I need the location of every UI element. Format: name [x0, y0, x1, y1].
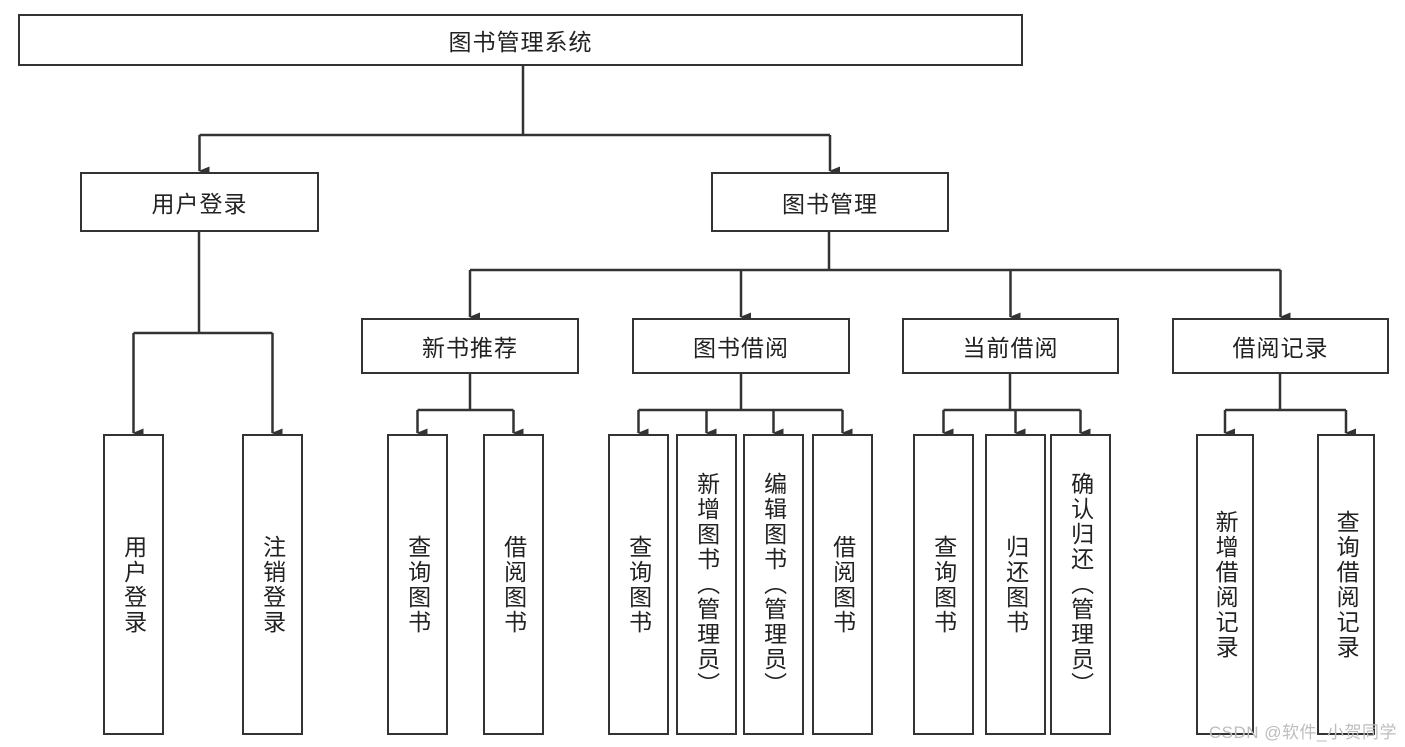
node-label: 查询图书	[930, 534, 957, 635]
node-l1_0[interactable]: 用户登录	[80, 172, 319, 232]
node-label: 用户登录	[151, 191, 248, 217]
node-l1_1[interactable]: 图书管理	[711, 172, 949, 232]
node-leaf_1[interactable]: 注销登录	[242, 434, 303, 735]
node-leaf_6[interactable]: 编辑图书（管理员）	[743, 434, 804, 735]
node-label: 借阅图书	[500, 534, 527, 635]
node-label: 查询图书	[625, 534, 652, 635]
node-label: 归还图书	[1002, 534, 1029, 635]
node-label: 编辑图书（管理员）	[760, 472, 787, 697]
node-leaf_12[interactable]: 查询借阅记录	[1317, 434, 1375, 735]
node-label: 确认归还（管理员）	[1067, 472, 1094, 697]
node-leaf_0[interactable]: 用户登录	[103, 434, 164, 735]
node-label: 图书借阅	[693, 335, 789, 361]
node-l2_3[interactable]: 借阅记录	[1172, 318, 1389, 374]
node-leaf_8[interactable]: 查询图书	[913, 434, 974, 735]
node-l2_1[interactable]: 图书借阅	[632, 318, 850, 374]
node-label: 当前借阅	[962, 335, 1059, 361]
node-leaf_3[interactable]: 借阅图书	[483, 434, 544, 735]
node-l2_0[interactable]: 新书推荐	[361, 318, 579, 374]
node-label: 查询图书	[404, 534, 431, 635]
node-label: 图书管理系统	[448, 29, 593, 55]
node-leaf_5[interactable]: 新增图书（管理员）	[676, 434, 737, 735]
node-leaf_10[interactable]: 确认归还（管理员）	[1050, 434, 1111, 735]
node-label: 借阅图书	[829, 534, 856, 635]
node-label: 新增图书（管理员）	[693, 472, 720, 697]
node-leaf_2[interactable]: 查询图书	[387, 434, 448, 735]
node-leaf_4[interactable]: 查询图书	[608, 434, 669, 735]
node-label: 新书推荐	[422, 335, 518, 361]
node-label: 借阅记录	[1232, 335, 1329, 361]
node-l2_2[interactable]: 当前借阅	[902, 318, 1119, 374]
node-leaf_11[interactable]: 新增借阅记录	[1196, 434, 1254, 735]
node-leaf_7[interactable]: 借阅图书	[812, 434, 873, 735]
node-label: 新增借阅记录	[1212, 509, 1239, 660]
node-leaf_9[interactable]: 归还图书	[985, 434, 1046, 735]
node-label: 查询借阅记录	[1333, 509, 1360, 660]
node-root[interactable]: 图书管理系统	[18, 14, 1023, 66]
node-label: 用户登录	[120, 534, 147, 635]
node-label: 注销登录	[259, 534, 286, 635]
node-label: 图书管理	[782, 191, 878, 217]
